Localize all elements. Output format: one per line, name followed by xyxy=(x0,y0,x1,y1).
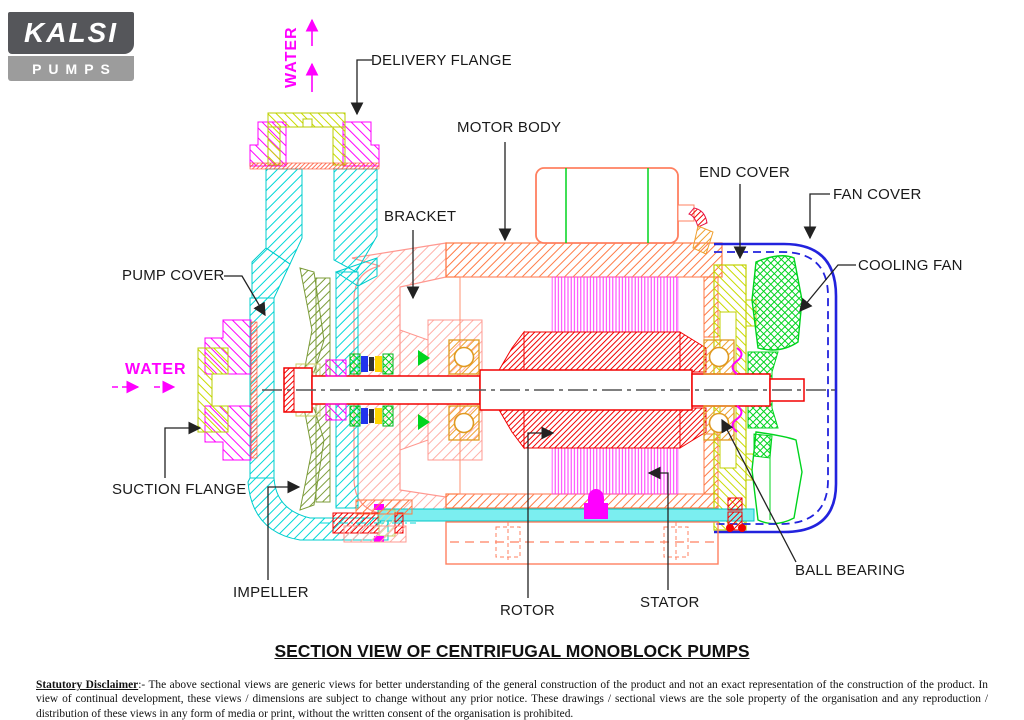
water-flow-arrows xyxy=(112,18,319,394)
label-water-inlet: WATER xyxy=(125,361,187,378)
cooling-fan-part xyxy=(747,255,803,525)
label-impeller: IMPELLER xyxy=(233,584,309,601)
delivery-flange-part xyxy=(249,112,380,170)
diagram-title-text: SECTION VIEW OF CENTRIFUGAL MONOBLOCK PU… xyxy=(274,641,750,661)
disclaimer-text: :- The above sectional views are generic… xyxy=(36,679,989,720)
label-bracket: BRACKET xyxy=(384,208,457,225)
label-suction-flange: SUCTION FLANGE xyxy=(112,481,247,498)
logo-brand-text: KALSI xyxy=(24,17,118,48)
logo-sub-text: PUMPS xyxy=(32,60,117,77)
logo-sub-block: PUMPS xyxy=(8,56,134,81)
diagram-title: SECTION VIEW OF CENTRIFUGAL MONOBLOCK PU… xyxy=(0,641,1024,662)
kalsi-pumps-logo: KALSI PUMPS xyxy=(8,12,134,81)
base-and-tie-rod xyxy=(320,489,755,565)
shaft-seal-part xyxy=(325,347,743,433)
label-ball-bearing: BALL BEARING xyxy=(795,562,906,579)
label-cooling-fan: COOLING FAN xyxy=(858,257,963,274)
terminal-box xyxy=(535,167,714,255)
rotor-part xyxy=(497,330,707,450)
suction-flange-part xyxy=(197,319,258,461)
fan-cover-part xyxy=(714,242,838,534)
label-motor-body: MOTOR BODY xyxy=(457,119,562,136)
logo-brand-block: KALSI xyxy=(8,12,134,54)
disclaimer-heading: Statutory Disclaimer xyxy=(36,679,139,691)
leader-lines xyxy=(164,59,856,598)
label-pump-cover: PUMP COVER xyxy=(122,267,225,284)
impeller-part xyxy=(295,267,331,511)
label-delivery-flange: DELIVERY FLANGE xyxy=(371,52,512,69)
stator-part xyxy=(551,276,679,495)
label-water-outlet: WATER xyxy=(283,26,300,88)
label-end-cover: END COVER xyxy=(699,164,790,181)
label-fan-cover: FAN COVER xyxy=(833,186,922,203)
label-rotor: ROTOR xyxy=(500,602,555,619)
label-stator: STATOR xyxy=(640,594,700,611)
statutory-disclaimer: Statutory Disclaimer:- The above section… xyxy=(36,678,988,720)
